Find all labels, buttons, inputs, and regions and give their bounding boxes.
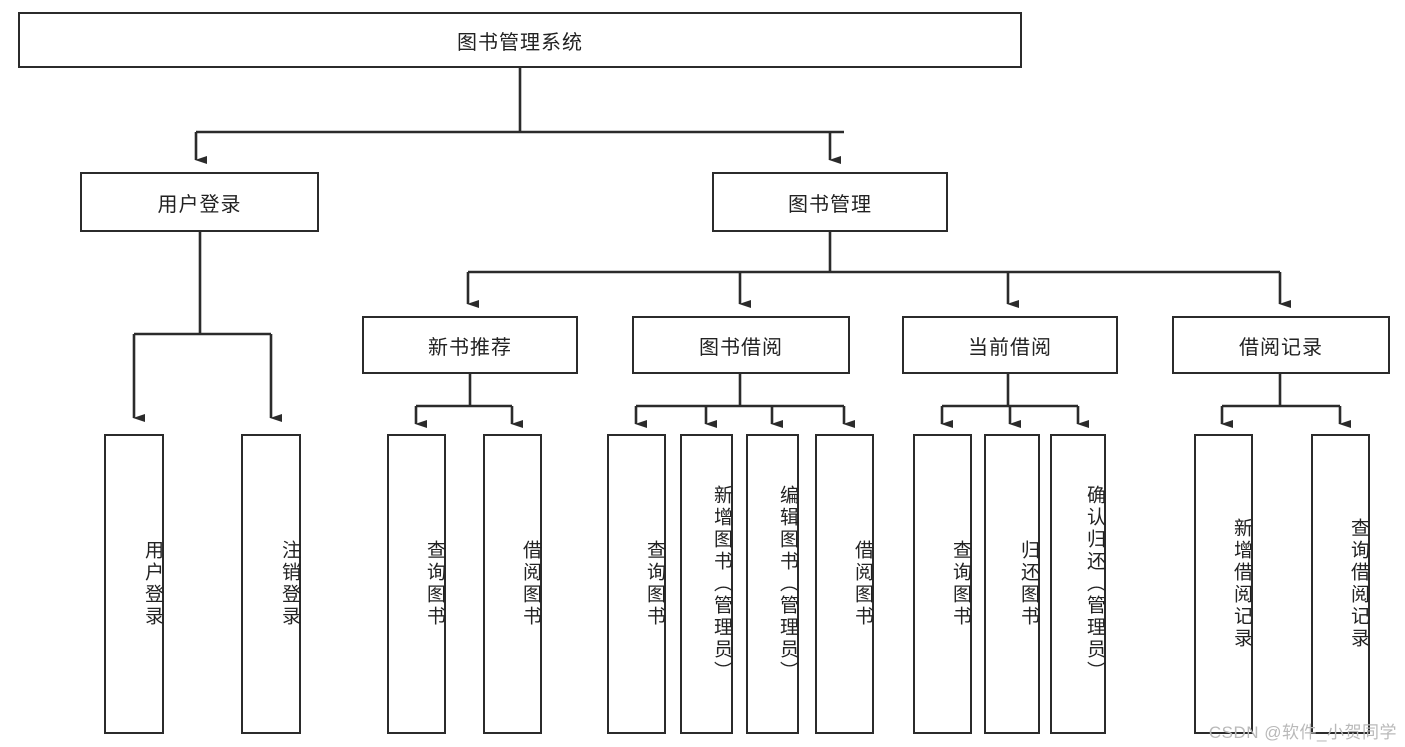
node-leaf-borrow-book-new-rec[interactable]: 借阅图书 bbox=[483, 434, 542, 734]
node-label: 查询图书 bbox=[644, 540, 665, 628]
node-leaf-return-book[interactable]: 归还图书 bbox=[984, 434, 1040, 734]
node-new-book-recommend[interactable]: 新书推荐 bbox=[362, 316, 578, 374]
node-leaf-borrow-book-borrow[interactable]: 借阅图书 bbox=[815, 434, 874, 734]
node-label: 用户登录 bbox=[157, 193, 242, 216]
node-leaf-user-login[interactable]: 用户登录 bbox=[104, 434, 164, 734]
node-label: 注销登录 bbox=[279, 540, 300, 628]
node-label: 用户登录 bbox=[142, 540, 163, 628]
node-label: 编辑图书（管理员） bbox=[777, 485, 798, 683]
node-leaf-query-borrow-record[interactable]: 查询借阅记录 bbox=[1311, 434, 1370, 734]
node-label: 查询借阅记录 bbox=[1348, 518, 1369, 650]
node-label: 归还图书 bbox=[1018, 540, 1039, 628]
node-label: 查询图书 bbox=[950, 540, 971, 628]
node-label: 当前借阅 bbox=[968, 336, 1052, 359]
node-label: 借阅图书 bbox=[852, 540, 873, 628]
node-leaf-query-book-current[interactable]: 查询图书 bbox=[913, 434, 972, 734]
node-leaf-query-book-new-rec[interactable]: 查询图书 bbox=[387, 434, 446, 734]
node-leaf-query-book-borrow[interactable]: 查询图书 bbox=[607, 434, 666, 734]
node-label: 图书管理系统 bbox=[457, 31, 583, 54]
node-label: 新书推荐 bbox=[428, 336, 512, 359]
node-leaf-add-book-admin[interactable]: 新增图书（管理员） bbox=[680, 434, 733, 734]
node-label: 图书管理 bbox=[788, 193, 872, 216]
node-label: 图书借阅 bbox=[699, 336, 783, 359]
node-label: 确认归还（管理员） bbox=[1084, 485, 1105, 683]
node-book-borrow[interactable]: 图书借阅 bbox=[632, 316, 850, 374]
node-leaf-confirm-return-admin[interactable]: 确认归还（管理员） bbox=[1050, 434, 1106, 734]
watermark-text: CSDN @软件_小贺同学 bbox=[1208, 723, 1397, 742]
node-label: 借阅图书 bbox=[520, 540, 541, 628]
node-borrow-record[interactable]: 借阅记录 bbox=[1172, 316, 1390, 374]
node-book-management[interactable]: 图书管理 bbox=[712, 172, 948, 232]
node-leaf-add-borrow-record[interactable]: 新增借阅记录 bbox=[1194, 434, 1253, 734]
node-label: 新增借阅记录 bbox=[1231, 518, 1252, 650]
node-label: 新增图书（管理员） bbox=[711, 485, 732, 683]
node-leaf-edit-book-admin[interactable]: 编辑图书（管理员） bbox=[746, 434, 799, 734]
node-label: 借阅记录 bbox=[1239, 336, 1323, 359]
node-label: 查询图书 bbox=[424, 540, 445, 628]
node-current-borrow[interactable]: 当前借阅 bbox=[902, 316, 1118, 374]
node-root-book-management-system[interactable]: 图书管理系统 bbox=[18, 12, 1022, 68]
node-user-login[interactable]: 用户登录 bbox=[80, 172, 319, 232]
node-leaf-logout[interactable]: 注销登录 bbox=[241, 434, 301, 734]
